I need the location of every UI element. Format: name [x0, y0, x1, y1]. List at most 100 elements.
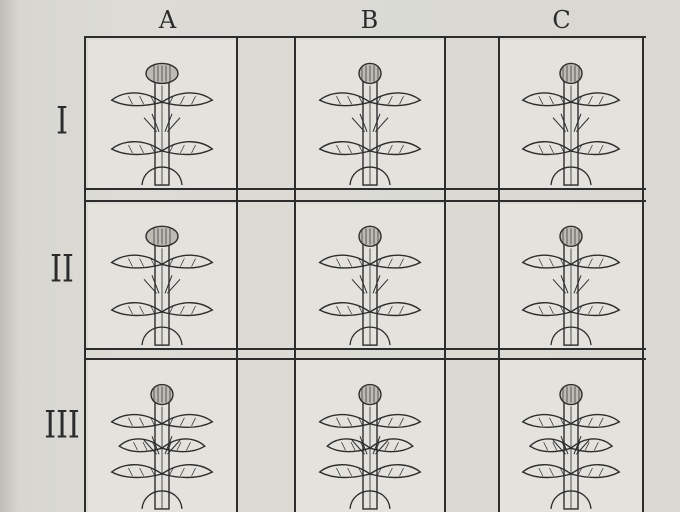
- plant-illustration: [88, 360, 236, 512]
- lower-leaves-hatch: [588, 145, 592, 153]
- lower-leaves-hatch: [400, 306, 404, 314]
- upper-leaves-hatch: [599, 96, 603, 104]
- upper-leaves-hatch: [550, 418, 554, 426]
- plant-group: [320, 226, 421, 345]
- lower-leaves-hatch: [348, 145, 352, 153]
- grid-rule-c-left: [498, 36, 500, 512]
- middle-leaves-hatch: [341, 442, 345, 450]
- lower-leaves-hatch: [539, 468, 543, 476]
- upper-leaves-hatch: [539, 418, 543, 426]
- grid-rule-b-left: [294, 36, 296, 512]
- lower-leaves-hatch: [192, 306, 196, 314]
- upper-leaves-hatch: [588, 96, 592, 104]
- upper-leaves-hatch: [180, 258, 184, 266]
- upper-leaves-hatch: [140, 96, 144, 104]
- lower-leaves-hatch: [336, 468, 340, 476]
- figure-c-i: [500, 40, 642, 188]
- upper-leaves-hatch: [140, 258, 144, 266]
- row-label-ii: II: [40, 248, 84, 292]
- plant-illustration: [88, 40, 236, 188]
- lower-leaves-hatch: [180, 468, 184, 476]
- grid-rule-left: [84, 36, 86, 512]
- lower-leaves-hatch: [550, 468, 554, 476]
- lower-leaves-hatch: [140, 145, 144, 153]
- lower-leaves-hatch: [539, 306, 543, 314]
- upper-leaves-hatch: [348, 96, 352, 104]
- upper-leaves-hatch: [192, 258, 196, 266]
- upper-leaves-hatch: [336, 258, 340, 266]
- lower-leaves-hatch: [336, 145, 340, 153]
- upper-leaves-hatch: [400, 418, 404, 426]
- plant-group: [112, 226, 213, 345]
- row-label-iii: III: [40, 404, 84, 448]
- figure-grid: [84, 36, 646, 512]
- middle-leaves-hatch: [395, 442, 399, 450]
- lower-leaves-hatch: [140, 468, 144, 476]
- upper-leaves-hatch: [539, 96, 543, 104]
- plant-illustration: [500, 360, 642, 512]
- grid-rule-a-right: [236, 36, 238, 512]
- lower-leaves-hatch: [550, 306, 554, 314]
- lower-leaves-hatch: [400, 468, 404, 476]
- upper-leaves-hatch: [336, 418, 340, 426]
- lower-leaves-hatch: [192, 145, 196, 153]
- upper-leaves-hatch: [192, 418, 196, 426]
- plant-group: [320, 385, 421, 509]
- lower-leaves-hatch: [400, 145, 404, 153]
- upper-leaves-hatch: [180, 96, 184, 104]
- upper-leaves-hatch: [388, 418, 392, 426]
- lower-leaves-hatch: [336, 306, 340, 314]
- grid-rule-b-right: [444, 36, 446, 512]
- upper-leaves-hatch: [599, 258, 603, 266]
- figure-a-iii: [88, 360, 236, 512]
- lower-leaves-hatch: [180, 145, 184, 153]
- plant-group: [523, 226, 620, 345]
- upper-leaves-hatch: [588, 418, 592, 426]
- plant-group: [112, 63, 213, 185]
- upper-leaves-hatch: [180, 418, 184, 426]
- plant-illustration: [296, 40, 444, 188]
- lower-leaves-hatch: [180, 306, 184, 314]
- grid-rule-top: [84, 36, 646, 38]
- plant-illustration: [296, 204, 444, 348]
- figure-a-ii: [88, 204, 236, 348]
- lower-leaves-hatch: [348, 468, 352, 476]
- figure-b-ii: [296, 204, 444, 348]
- upper-leaves-hatch: [388, 258, 392, 266]
- grid-rule-4: [84, 358, 646, 360]
- plant-group: [523, 385, 620, 509]
- grid-rule-right: [642, 36, 644, 512]
- upper-leaves-hatch: [192, 96, 196, 104]
- upper-leaves-hatch: [336, 96, 340, 104]
- upper-leaves-hatch: [588, 258, 592, 266]
- upper-leaves-hatch: [140, 418, 144, 426]
- upper-leaves-hatch: [550, 258, 554, 266]
- lower-leaves-hatch: [388, 306, 392, 314]
- upper-leaves-hatch: [128, 418, 132, 426]
- upper-leaves-hatch: [539, 258, 543, 266]
- figure-a-i: [88, 40, 236, 188]
- middle-leaves-hatch: [133, 442, 137, 450]
- plant-illustration: [500, 204, 642, 348]
- lower-leaves-hatch: [588, 468, 592, 476]
- upper-leaves-hatch: [400, 96, 404, 104]
- middle-leaves-hatch: [544, 442, 548, 450]
- lower-leaves-hatch: [599, 145, 603, 153]
- figure-b-i: [296, 40, 444, 188]
- upper-leaves-hatch: [400, 258, 404, 266]
- plant-group: [523, 63, 620, 185]
- lower-leaves-hatch: [128, 145, 132, 153]
- figure-b-iii: [296, 360, 444, 512]
- column-label-a: A: [148, 6, 188, 34]
- middle-leaves-hatch: [187, 442, 191, 450]
- lower-leaves-hatch: [599, 306, 603, 314]
- lower-leaves-hatch: [348, 306, 352, 314]
- lower-leaves-hatch: [388, 468, 392, 476]
- lower-leaves-hatch: [192, 468, 196, 476]
- lower-leaves-hatch: [550, 145, 554, 153]
- plant-group: [112, 385, 213, 509]
- figure-c-ii: [500, 204, 642, 348]
- grid-rule-3: [84, 348, 646, 350]
- column-label-c: C: [542, 6, 582, 34]
- column-label-b: B: [350, 6, 390, 34]
